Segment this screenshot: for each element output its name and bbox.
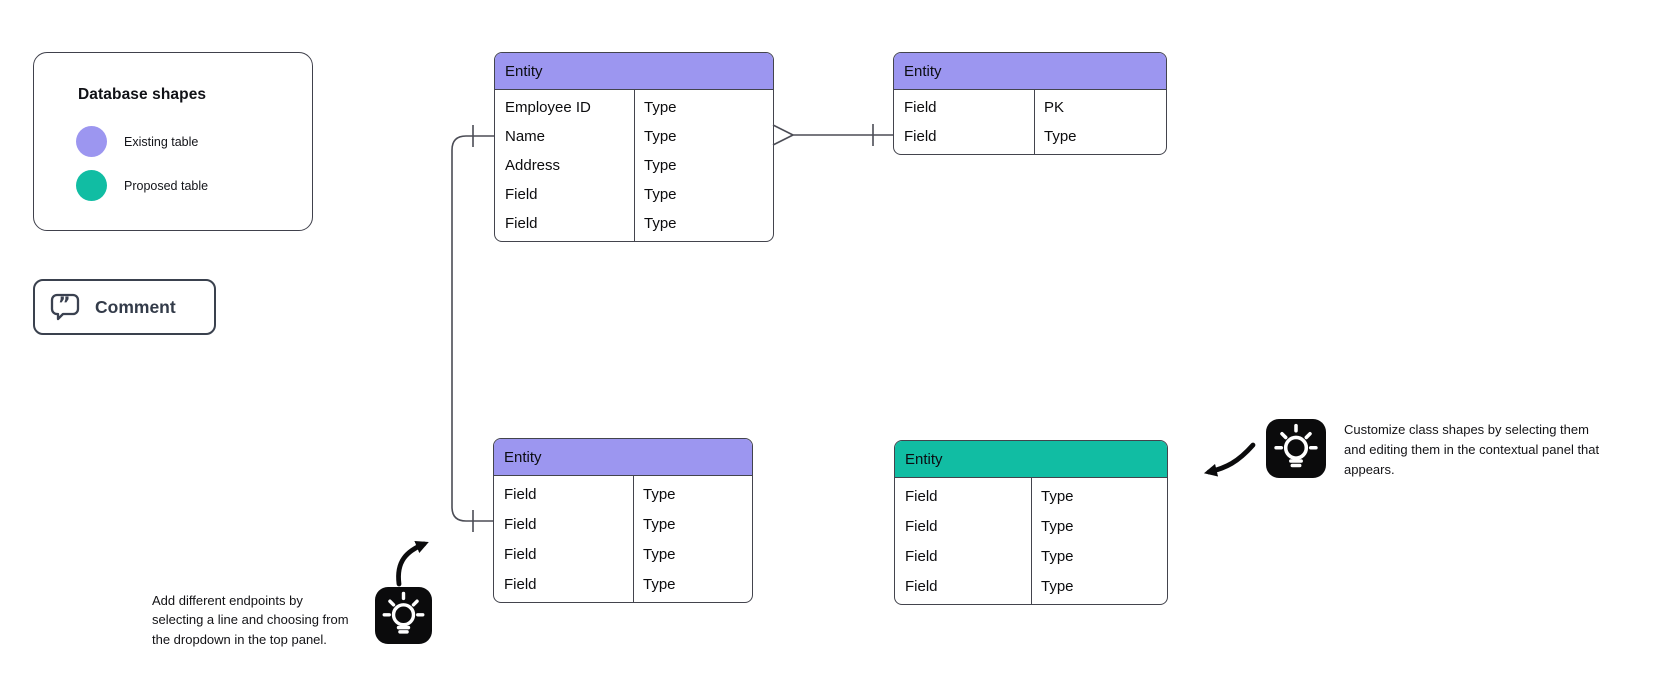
crow-foot-many-icon <box>772 124 794 146</box>
column-divider <box>1034 90 1036 154</box>
legend-item-label: Proposed table <box>124 178 209 193</box>
lightbulb-icon <box>1266 419 1326 478</box>
tooltip-customize-shapes: Customize class shapes by selecting them… <box>1344 420 1599 480</box>
existing-table-swatch-icon <box>76 126 107 157</box>
entity-header[interactable]: Entity <box>895 441 1167 478</box>
tooltip-text-line: selecting a line and choosing from <box>152 612 349 628</box>
column-divider <box>634 90 636 241</box>
legend-item-existing-table: Existing table <box>76 126 312 157</box>
speech-bubble-quotes-icon: ” <box>50 293 80 322</box>
legend-items: Existing table Proposed table <box>76 126 312 201</box>
entity-header[interactable]: Entity <box>894 53 1166 90</box>
legend-database-shapes[interactable]: Database shapes Existing table Proposed … <box>33 52 313 231</box>
column-divider <box>633 476 635 602</box>
legend-item-proposed-table: Proposed table <box>76 170 312 201</box>
comment-button[interactable]: ” Comment <box>33 279 216 335</box>
tooltip-line-endpoints: Add different endpoints by selecting a l… <box>152 591 349 649</box>
proposed-table-swatch-icon <box>76 170 107 201</box>
lightbulb-icon <box>375 587 432 644</box>
legend-title: Database shapes <box>78 86 207 103</box>
tooltip-text-line: the dropdown in the top panel. <box>152 631 327 647</box>
annotation-arrow-up-right <box>396 540 429 587</box>
entity-header[interactable]: Entity <box>494 439 752 476</box>
tooltip-text-line: and editing them in the contextual panel… <box>1344 442 1600 457</box>
tooltip-text-line: Add different endpoints by <box>152 593 303 608</box>
tooltip-text-line: appears. <box>1344 462 1395 477</box>
svg-text:”: ” <box>58 293 71 315</box>
column-divider <box>1031 478 1033 604</box>
connector-employee-to-bottom-table[interactable] <box>451 135 494 522</box>
tooltip-text-line: Customize class shapes by selecting them <box>1344 422 1589 437</box>
legend-item-label: Existing table <box>124 134 199 149</box>
comment-button-label: Comment <box>95 296 176 317</box>
annotation-arrow-down-left <box>1203 442 1256 477</box>
entity-header[interactable]: Entity <box>495 53 773 90</box>
